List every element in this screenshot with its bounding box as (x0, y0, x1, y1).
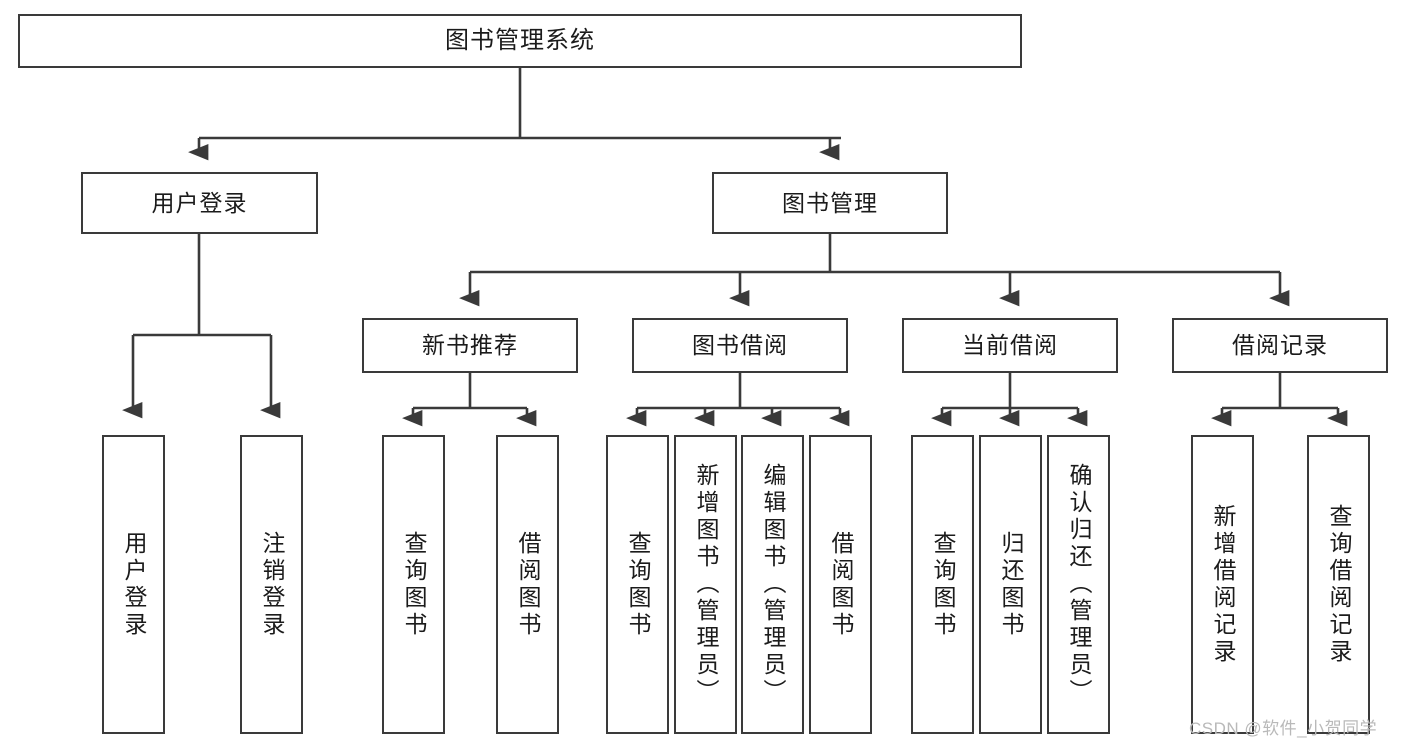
node-label: 借阅图书 (828, 530, 854, 639)
leaf-current-borrow-query[interactable]: 查询图书 (911, 435, 974, 734)
node-user-login[interactable]: 用户登录 (81, 172, 318, 234)
leaf-book-borrow-borrow[interactable]: 借阅图书 (809, 435, 872, 734)
leaf-borrow-record-add[interactable]: 新增借阅记录 (1191, 435, 1254, 734)
node-label: 注销登录 (259, 530, 285, 639)
node-book-management[interactable]: 图书管理 (712, 172, 948, 234)
node-label: 确认归还（管理员） (1066, 463, 1092, 706)
node-book-borrow[interactable]: 图书借阅 (632, 318, 848, 373)
node-new-book-recommend[interactable]: 新书推荐 (362, 318, 578, 373)
node-label: 编辑图书（管理员） (760, 463, 786, 706)
leaf-borrow-record-query[interactable]: 查询借阅记录 (1307, 435, 1370, 734)
node-label: 新增借阅记录 (1210, 503, 1236, 666)
leaf-new-book-query[interactable]: 查询图书 (382, 435, 445, 734)
leaf-book-borrow-query[interactable]: 查询图书 (606, 435, 669, 734)
node-label: 用户登录 (121, 530, 147, 639)
leaf-current-borrow-return[interactable]: 归还图书 (979, 435, 1042, 734)
node-label: 当前借阅 (962, 332, 1058, 359)
node-label: 查询图书 (930, 530, 956, 639)
leaf-book-borrow-edit[interactable]: 编辑图书（管理员） (741, 435, 804, 734)
node-borrow-record[interactable]: 借阅记录 (1172, 318, 1388, 373)
node-label: 查询图书 (401, 530, 427, 639)
node-label: 图书借阅 (692, 332, 788, 359)
node-label: 借阅记录 (1232, 332, 1328, 359)
node-label: 查询借阅记录 (1326, 503, 1352, 666)
node-label: 新书推荐 (422, 332, 518, 359)
node-label: 查询图书 (625, 530, 651, 639)
leaf-user-login-logout[interactable]: 注销登录 (240, 435, 303, 734)
watermark-text: CSDN @软件_小贺同学 (1189, 719, 1378, 738)
node-label: 图书管理系统 (445, 27, 595, 55)
node-label: 用户登录 (151, 189, 248, 216)
leaf-current-borrow-confirm-return[interactable]: 确认归还（管理员） (1047, 435, 1110, 734)
leaf-new-book-borrow[interactable]: 借阅图书 (496, 435, 559, 734)
node-label: 图书管理 (782, 189, 878, 216)
node-label: 新增图书（管理员） (693, 463, 719, 706)
leaf-book-borrow-add[interactable]: 新增图书（管理员） (674, 435, 737, 734)
node-current-borrow[interactable]: 当前借阅 (902, 318, 1118, 373)
leaf-user-login-login[interactable]: 用户登录 (102, 435, 165, 734)
node-label: 归还图书 (998, 530, 1024, 639)
node-label: 借阅图书 (515, 530, 541, 639)
node-root-system[interactable]: 图书管理系统 (18, 14, 1022, 68)
